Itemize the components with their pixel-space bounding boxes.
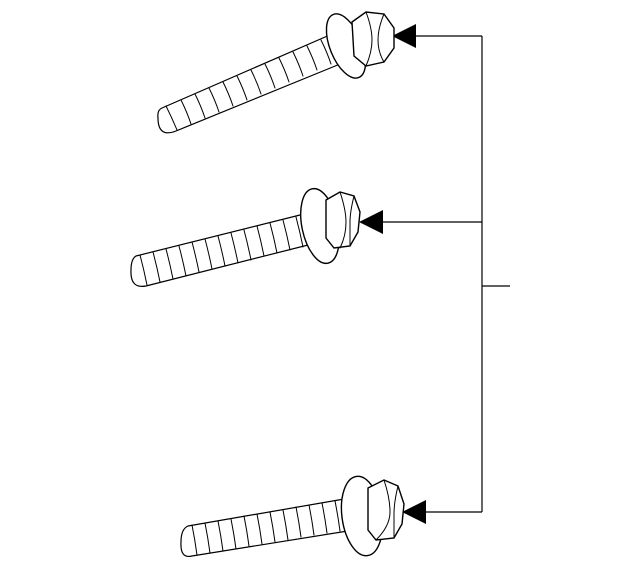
arrowhead-top [392, 24, 416, 48]
arrowhead-middle [359, 210, 383, 234]
arrowhead-bottom [402, 500, 426, 524]
bolt-middle[interactable] [130, 185, 361, 288]
bolt-top[interactable] [157, 8, 395, 134]
bolt-bottom[interactable] [180, 474, 405, 559]
callout-bracket [359, 24, 510, 524]
